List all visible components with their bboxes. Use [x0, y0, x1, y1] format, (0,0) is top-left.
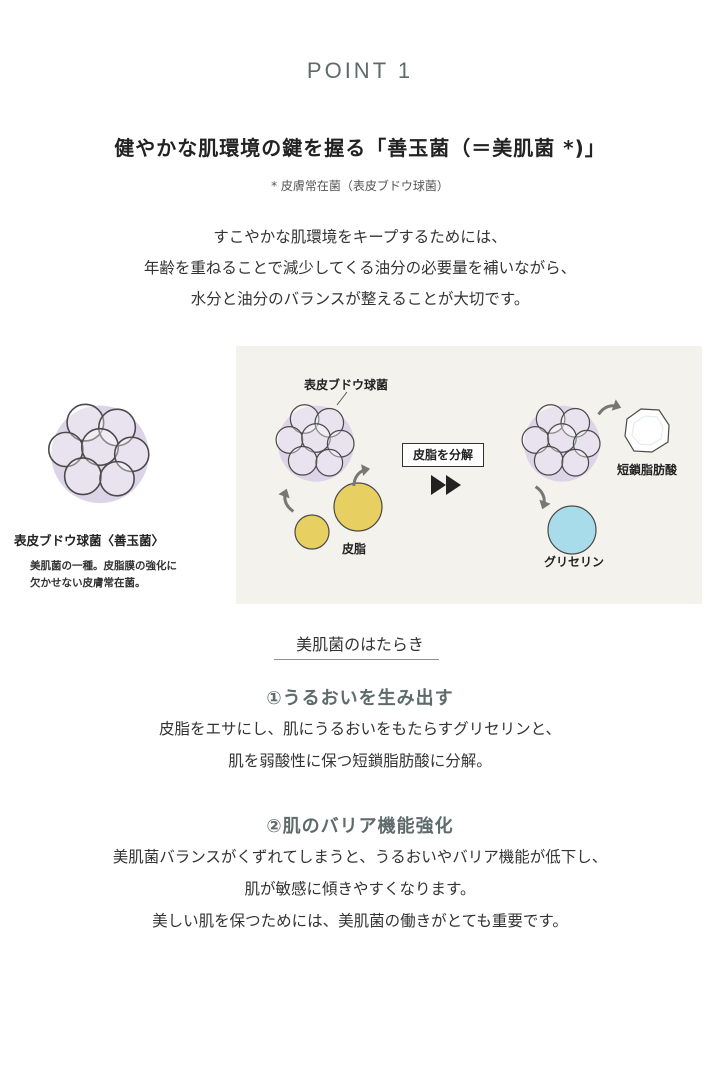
action-label-box: 皮脂を分解	[402, 443, 484, 467]
sebum-droplet-small	[294, 514, 330, 550]
item-title-1: ①うるおいを生み出す	[266, 688, 454, 709]
item-line: 肌が敏感に傾きやすくなります。	[244, 880, 476, 898]
bacteria-illustration-large	[47, 403, 150, 504]
item-line: 皮脂をエサにし、肌にうるおいをもたらすグリセリンと、	[158, 720, 562, 738]
fatty-acid-label: 短鎖脂肪酸	[617, 463, 678, 477]
bacteria-illustration	[275, 404, 355, 483]
curved-arrow-icon	[597, 394, 625, 423]
curved-arrow-icon	[273, 485, 302, 513]
headline: 健やかな肌環境の鍵を握る「善玉菌（＝美肌菌 *)」	[114, 136, 606, 160]
intro-line: 年齢を重ねることで減少してくる油分の必要量を補いながら、	[143, 259, 577, 277]
sebum-label: 皮脂	[342, 542, 367, 556]
item-line: 美肌菌バランスがくずれてしまうと、うるおいやバリア機能が低下し、	[112, 848, 608, 866]
section-title: 美肌菌のはたらき	[296, 635, 424, 654]
bacteria-caption-title: 表皮ブドウ球菌〈善玉菌〉	[14, 533, 165, 548]
item-line: 肌を弱酸性に保つ短鎖脂肪酸に分解。	[228, 752, 492, 770]
item-body-2: 美肌菌バランスがくずれてしまうと、うるおいやバリア機能が低下し、 肌が敏感に傾き…	[0, 841, 720, 937]
sebum-droplet-large	[333, 482, 383, 532]
curved-arrow-icon	[348, 461, 374, 488]
caption-line: 欠かせない皮膚常在菌。	[30, 577, 146, 589]
section-divider	[274, 659, 439, 660]
glycerin-label: グリセリン	[544, 555, 605, 569]
item-title-2: ②肌のバリア機能強化	[266, 816, 454, 837]
bacteria-caption-desc: 美肌菌の一種。皮脂膜の強化に 欠かせない皮膚常在菌。	[30, 558, 190, 592]
intro-line: 水分と油分のバランスが整えることが大切です。	[190, 290, 530, 308]
bacteria-pointer-line	[336, 391, 348, 406]
curved-arrow-icon	[527, 485, 556, 513]
intro-text: すこやかな肌環境をキープするためには、 年齢を重ねることで減少してくる油分の必要…	[0, 222, 720, 315]
bacteria-illustration-after	[521, 404, 601, 483]
point-label: POINT 1	[306, 58, 414, 83]
item-body-1: 皮脂をエサにし、肌にうるおいをもたらすグリセリンと、 肌を弱酸性に保つ短鎖脂肪酸…	[0, 713, 720, 777]
glycerin-droplet	[547, 505, 597, 555]
fast-forward-icon	[431, 475, 461, 495]
fatty-acid-octagon-icon	[624, 408, 670, 453]
intro-line: すこやかな肌環境をキープするためには、	[213, 228, 507, 246]
footnote: * 皮膚常在菌（表皮ブドウ球菌）	[271, 179, 449, 193]
item-line: 美しい肌を保つためには、美肌菌の働きがとても重要です。	[152, 912, 568, 930]
caption-line: 美肌菌の一種。皮脂膜の強化に	[30, 560, 177, 572]
bacteria-label: 表皮ブドウ球菌	[304, 378, 389, 392]
